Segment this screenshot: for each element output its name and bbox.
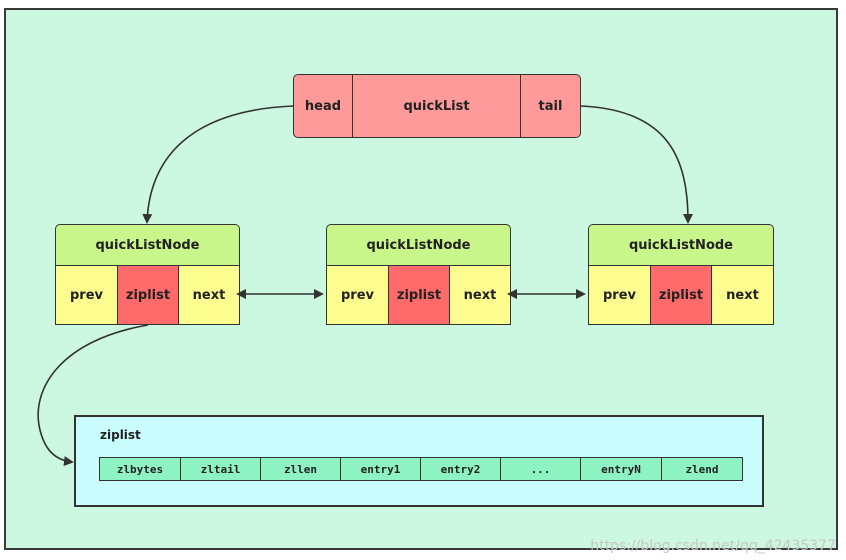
- node-2-title-label: quickListNode: [366, 237, 471, 253]
- node-2-prev: prev: [326, 265, 389, 325]
- ziplist-field-entry2: entry2: [420, 457, 501, 481]
- ziplist-field-entry1: entry1: [340, 457, 421, 481]
- node-3-next: next: [711, 265, 774, 325]
- node-2-prev-label: prev: [340, 287, 374, 303]
- ziplist-field-label: entry2: [440, 462, 481, 476]
- node-1-next-label: next: [192, 287, 226, 303]
- node-1-prev-label: prev: [69, 287, 103, 303]
- quicklist-head-label: head: [304, 98, 342, 114]
- node-3-ziplist: ziplist: [650, 265, 712, 325]
- ziplist-field-label: zlend: [685, 462, 719, 476]
- node-2-ziplist: ziplist: [388, 265, 450, 325]
- ziplist-pointer-arrow: [37, 324, 149, 467]
- ziplist-field-zltail: zltail: [180, 457, 261, 481]
- node-1-prev: prev: [55, 265, 118, 325]
- ziplist-field-label: zltail: [200, 462, 241, 476]
- node-1-ziplist-label: ziplist: [125, 287, 171, 303]
- quicklist-title-label: quickList: [403, 98, 470, 114]
- ziplist-field-zlbytes: zlbytes: [99, 457, 181, 481]
- ziplist-field-label: entry1: [360, 462, 401, 476]
- ziplist-panel-title: ziplist: [100, 428, 141, 442]
- node-2-title: quickListNode: [326, 224, 511, 266]
- quicklist-tail-label: tail: [538, 98, 563, 114]
- ziplist-field-label: ...: [530, 462, 551, 476]
- node-2-ziplist-label: ziplist: [396, 287, 442, 303]
- quicklist-tail-cell: tail: [520, 74, 581, 138]
- node-3-title: quickListNode: [588, 224, 774, 266]
- node-2-next-label: next: [463, 287, 497, 303]
- node-3-next-label: next: [726, 287, 759, 303]
- node-3-ziplist-label: ziplist: [658, 287, 704, 303]
- ziplist-field-label: entryN: [601, 462, 641, 476]
- node-1-next: next: [178, 265, 240, 325]
- node-3-prev-label: prev: [602, 287, 636, 303]
- quicklist-head-cell: head: [293, 74, 353, 138]
- node-2-next: next: [449, 265, 511, 325]
- node-1-title-label: quickListNode: [95, 237, 200, 253]
- node-3-prev: prev: [588, 265, 651, 325]
- tail-to-last-node-arrow: [580, 105, 693, 224]
- ziplist-field-entryN: entryN: [580, 457, 662, 481]
- ziplist-field-zlend: zlend: [661, 457, 743, 481]
- node-3-title-label: quickListNode: [629, 237, 733, 253]
- head-to-first-node-arrow: [142, 105, 294, 224]
- ziplist-field-label: zllen: [283, 462, 318, 476]
- ziplist-field-zllen: zllen: [260, 457, 341, 481]
- watermark: https://blog.csdn.net/qq_42435377: [590, 538, 836, 554]
- ziplist-field-label: zlbytes: [116, 462, 164, 476]
